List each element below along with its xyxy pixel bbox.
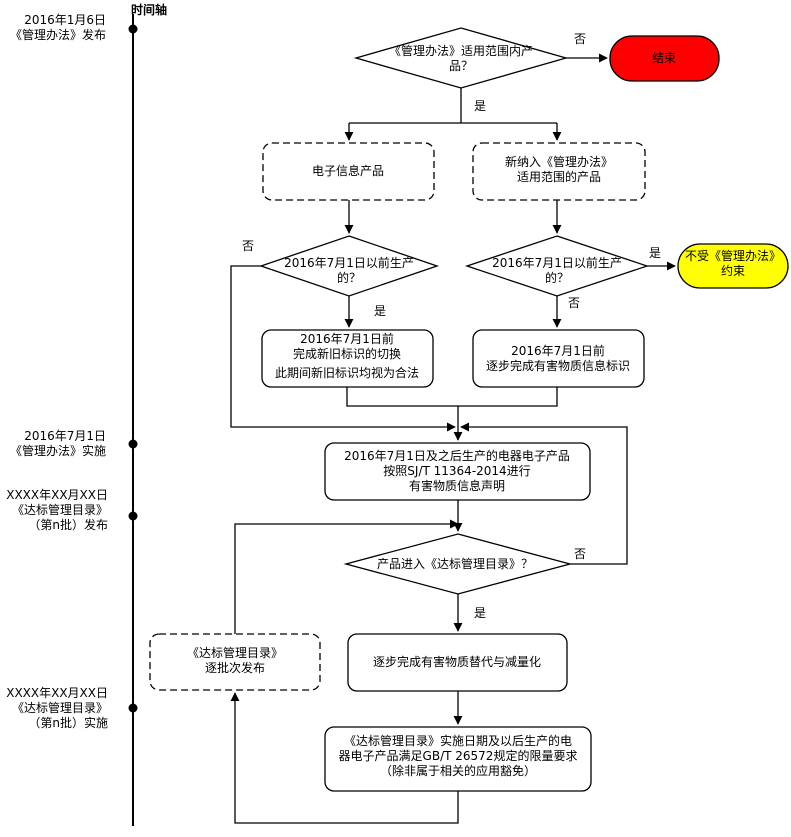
timeline-event-3: XXXX年XX月XX日 《达标管理目录》 （第n批）发布 — [6, 488, 108, 532]
box-electronic-products — [262, 142, 435, 201]
label-left-yes: 是 — [374, 304, 387, 318]
timeline-dot-2 — [128, 439, 138, 449]
edge-limit-release-loop — [230, 692, 459, 824]
decision-left-text: 2016年7月1日以前生产 的？ — [284, 256, 414, 285]
box-electronic-text: 电子信息产品 — [311, 164, 385, 178]
edge-switch-merge — [346, 387, 558, 407]
edge-left-no — [230, 265, 456, 432]
end-text: 结束 — [651, 51, 677, 65]
decision-scope-text: 《管理办法》适用范围内产 品？ — [388, 44, 534, 73]
box-gradual-labeling — [472, 329, 645, 388]
box-switch-text: 2016年7月1日前 完成新旧标识的切换 此期间新旧标识均视为合法 — [274, 332, 420, 380]
box-gradual-text: 2016年7月1日前 逐步完成有害物质信息标识 — [485, 344, 631, 373]
timeline-title: 时间轴 — [131, 3, 168, 17]
decision-right-text: 2016年7月1日以前生产 的？ — [492, 256, 622, 285]
label-catalog-no: 否 — [574, 547, 587, 561]
timeline-event-1: 2016年1月6日 《管理办法》发布 — [9, 13, 106, 42]
decision-catalog-text: 产品进入《达标管理目录》？ — [376, 557, 534, 571]
end-terminal — [609, 35, 720, 82]
timeline-dot-3 — [128, 511, 138, 521]
label-left-no: 否 — [242, 239, 255, 253]
box-catalog-release — [149, 633, 321, 691]
label-scope-yes: 是 — [474, 99, 487, 113]
edge-release-catalog-loop — [234, 519, 459, 634]
not-bound-text: 不受《管理办法》 约束 — [684, 249, 782, 278]
box-catalog-release-text: 《达标管理目录》 逐批次发布 — [186, 646, 284, 675]
timeline-event-2: 2016年7月1日 《管理办法》实施 — [9, 429, 106, 458]
label-scope-no: 否 — [574, 32, 587, 46]
box-declaration-text: 2016年7月1日及之后生产的电器电子产品 按照SJ/T 11364-2014进… — [344, 449, 570, 493]
label-catalog-yes: 是 — [474, 606, 487, 620]
label-right-no: 否 — [568, 296, 581, 310]
not-bound-terminal — [677, 243, 789, 289]
box-limit-text: 《达标管理目录》实施日期及以后生产的电 器电子产品满足GB/T 26572规定的… — [338, 734, 578, 778]
connectors — [230, 53, 676, 824]
timeline-dot-1 — [128, 24, 138, 34]
edge-catalog-no — [460, 422, 628, 565]
label-right-yes: 是 — [649, 246, 662, 260]
box-reduction-text: 逐步完成有害物质替代与减量化 — [372, 655, 542, 669]
timeline-event-4: XXXX年XX月XX日 《达标管理目录》 （第n批）实施 — [6, 686, 108, 730]
timeline-dot-4 — [128, 703, 138, 713]
box-new-scope-products — [472, 142, 646, 201]
box-new-scope-text: 新纳入《管理办法》 适用范围的产品 — [504, 155, 614, 184]
